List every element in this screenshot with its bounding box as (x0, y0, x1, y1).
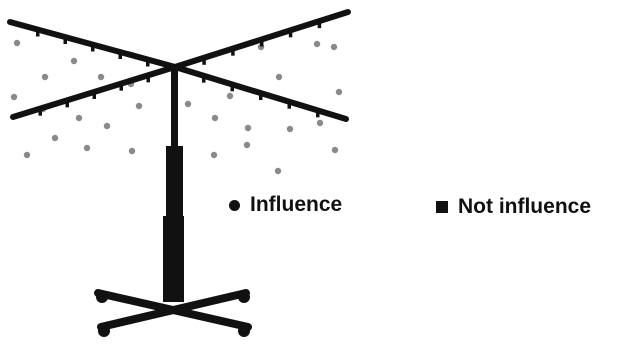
caster-wheel (238, 325, 250, 337)
water-droplet (286, 125, 294, 133)
water-droplet (313, 40, 321, 48)
nozzle (287, 101, 291, 109)
nozzle (146, 59, 150, 67)
water-droplet (23, 151, 31, 159)
water-droplet (41, 73, 49, 81)
water-droplet (51, 134, 59, 142)
legend-influence: Influence (229, 193, 342, 217)
nozzle (317, 21, 322, 29)
water-droplet (244, 124, 252, 132)
nozzles (36, 21, 322, 118)
lower-pole (163, 216, 184, 302)
water-droplet (103, 122, 111, 130)
caster-wheel (98, 325, 110, 337)
water-droplet (211, 114, 219, 122)
nozzle (231, 48, 235, 56)
nozzle (38, 108, 42, 116)
nozzle (119, 83, 123, 91)
nozzle (146, 75, 150, 83)
water-droplet (316, 119, 324, 127)
nozzle (316, 110, 320, 118)
water-droplet (274, 167, 282, 175)
nozzle (202, 57, 206, 65)
caster-wheel (238, 291, 250, 303)
water-droplet (275, 73, 283, 81)
water-droplet (210, 151, 218, 159)
pole-collar (166, 146, 183, 216)
legend-not-influence: Not influence (436, 195, 591, 219)
legend-influence-label: Influence (250, 193, 343, 216)
nozzle (63, 37, 67, 44)
nozzle (92, 92, 96, 99)
nozzle (118, 52, 122, 59)
water-droplet (70, 57, 78, 65)
legend-not-influence-label: Not influence (458, 195, 592, 218)
water-droplet (128, 147, 136, 155)
water-droplet (226, 92, 234, 100)
water-droplet (335, 88, 343, 96)
water-droplet (75, 114, 83, 122)
nozzle (65, 100, 69, 108)
water-droplet (10, 93, 18, 101)
water-droplet (243, 141, 251, 149)
circle-marker-icon (229, 199, 240, 211)
water-droplet (135, 102, 143, 110)
nozzle (230, 84, 234, 92)
nozzle (202, 75, 206, 83)
upper-pole (171, 67, 178, 152)
water-droplet (330, 43, 338, 51)
water-droplet (13, 39, 21, 47)
square-marker-icon (436, 201, 448, 213)
sprinkler-stand (7, 9, 351, 337)
nozzle (260, 39, 264, 47)
nozzle (259, 93, 263, 100)
water-droplet (331, 146, 339, 154)
water-droplet (83, 144, 91, 152)
nozzle (91, 44, 95, 52)
water-droplet (184, 100, 192, 108)
base-leg-2 (97, 289, 250, 331)
water-droplet (97, 73, 105, 81)
nozzle (288, 30, 293, 38)
caster-wheel (96, 291, 108, 303)
nozzle (36, 29, 40, 37)
